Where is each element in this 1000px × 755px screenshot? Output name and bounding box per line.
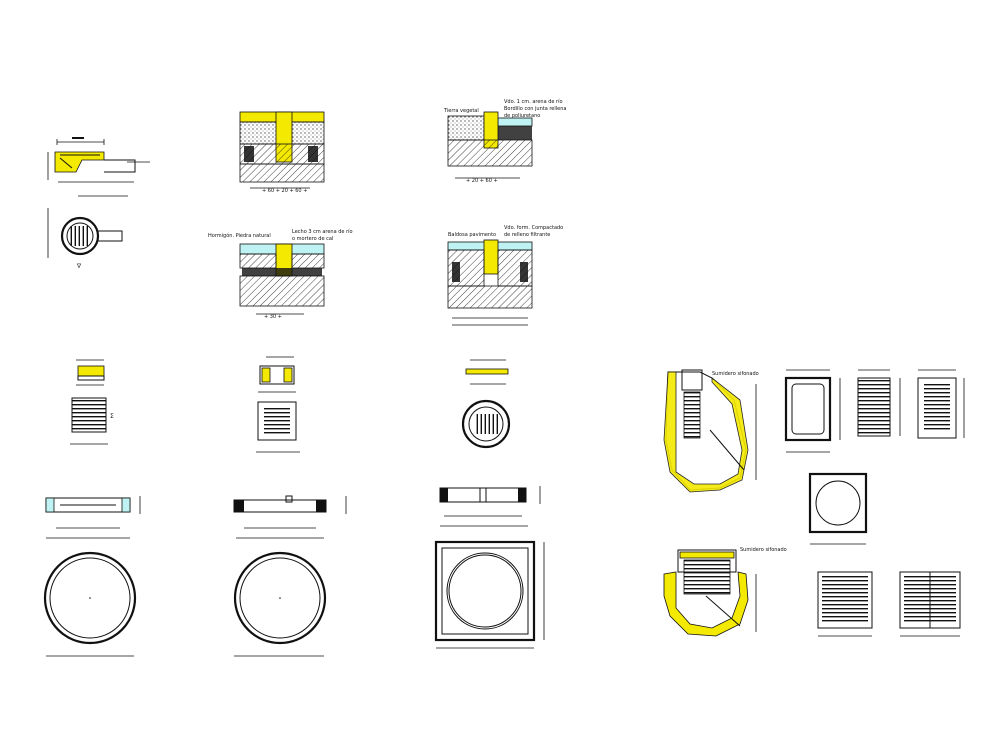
pit-grate-2 xyxy=(857,369,901,437)
grate-round-small xyxy=(461,359,511,449)
pit-grate-3 xyxy=(917,369,965,439)
section-b-curb-detail: Tierra vegetal Vdo. 1 cm. arena de río B… xyxy=(443,98,566,184)
section-c-curb-detail: Hormigón. Piedra natural Lecho 3 cm aren… xyxy=(208,228,353,320)
pit-section-bottom: Sumidero sifonado xyxy=(663,547,787,637)
svg-text:+ 30 +: + 30 + xyxy=(264,314,282,320)
section-d-note-1: Vdo. form. Compactado xyxy=(504,225,563,231)
pit-grate-1 xyxy=(784,369,841,453)
pit-bottom-label: Sumidero sifonado xyxy=(740,547,787,553)
section-d-curb-detail: Baldosa pavimento Vdo. form. Compactado … xyxy=(447,225,563,326)
manhole-round-1 xyxy=(43,496,141,657)
grate-square-1: Σ xyxy=(70,359,114,445)
svg-text:Σ: Σ xyxy=(110,413,114,420)
svg-text:+ 60 + 20 + 60 +: + 60 + 20 + 60 + xyxy=(262,188,307,194)
section-b-note-2: Bordillo con junta rellena xyxy=(504,106,566,112)
section-a-curb-detail: + 60 + 20 + 60 + xyxy=(239,111,325,194)
section-c-note-1: Lecho 3 cm arena de río xyxy=(292,228,353,235)
pit-grate-4 xyxy=(817,571,873,637)
section-c-note-2: o mortero de cal xyxy=(292,236,333,242)
section-d-label-left: Baldosa pavimento xyxy=(448,232,496,238)
pit-grate-5 xyxy=(899,571,961,637)
small-drain-detail: ∇ xyxy=(47,137,150,270)
manhole-round-2 xyxy=(233,495,347,657)
section-d-note-2: de relleno filtrante xyxy=(504,232,550,238)
svg-text:∇: ∇ xyxy=(76,263,82,270)
pit-top-label: Sumidero sifonado xyxy=(712,371,759,377)
section-c-label-left: Hormigón. Piedra natural xyxy=(208,232,271,239)
section-b-note-3: de poliuretano xyxy=(504,113,540,119)
section-b-note-1: Vdo. 1 cm. arena de río xyxy=(504,98,563,105)
grate-square-2 xyxy=(256,356,300,453)
pit-section-top: Sumidero sifonado xyxy=(663,369,759,493)
section-b-label-left: Tierra vegetal xyxy=(443,108,479,114)
pit-round-cover xyxy=(808,472,868,545)
manhole-square-frame xyxy=(434,486,545,649)
svg-text:+ 20 + 60 +: + 20 + 60 + xyxy=(466,178,498,184)
